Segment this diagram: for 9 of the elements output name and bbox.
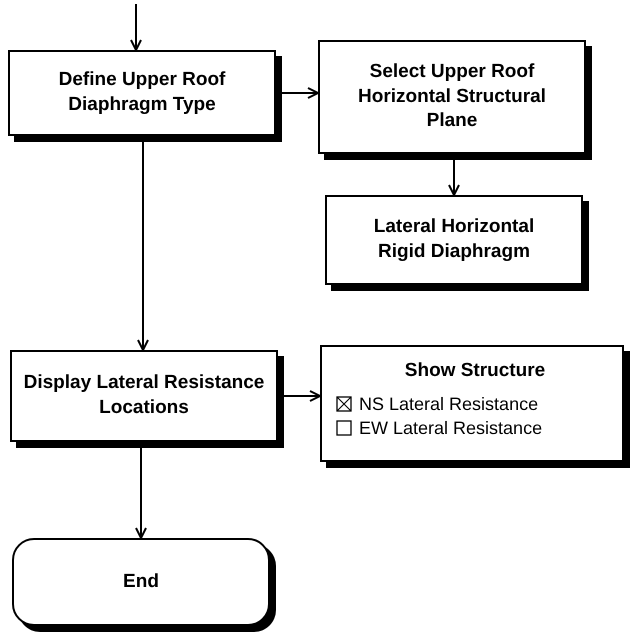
arrow: [284, 390, 321, 402]
checkbox-label: EW Lateral Resistance: [359, 416, 542, 440]
arrow: [448, 160, 460, 196]
arrow: [137, 142, 149, 351]
arrow: [135, 448, 147, 539]
panel-heading: Show Structure: [404, 359, 546, 383]
arrow: [282, 87, 319, 99]
checkbox-label: NS Lateral Resistance: [359, 392, 538, 416]
arrow: [130, 4, 142, 51]
